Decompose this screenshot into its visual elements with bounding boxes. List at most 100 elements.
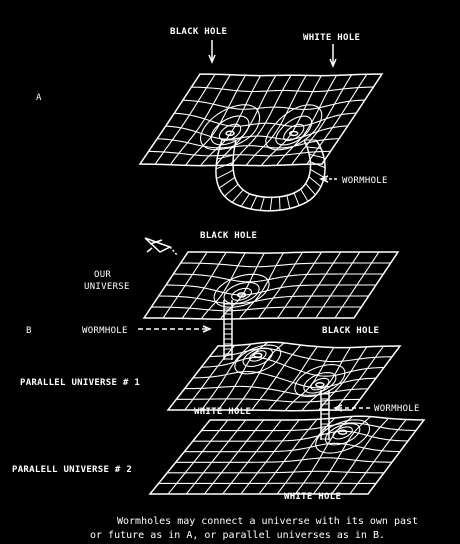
grid-line bbox=[192, 371, 377, 389]
grid-line bbox=[165, 284, 376, 296]
grid-line bbox=[251, 344, 302, 411]
grid-line bbox=[276, 75, 337, 166]
grid-line bbox=[162, 251, 208, 319]
spaceship-icon bbox=[144, 237, 179, 257]
tube-rib bbox=[310, 161, 326, 169]
grid-line bbox=[151, 306, 362, 312]
grid-line bbox=[230, 74, 292, 166]
grid-line bbox=[204, 419, 264, 495]
label-parallel-universe-2: PARALELL UNIVERSE # 2 bbox=[12, 465, 132, 475]
grid-line bbox=[267, 346, 318, 411]
grid-line bbox=[315, 251, 361, 319]
funnel-ring bbox=[275, 115, 313, 146]
tube-rib bbox=[293, 192, 300, 206]
funnel-ring bbox=[332, 426, 353, 440]
funnel-throat bbox=[225, 130, 235, 137]
tube-rib bbox=[269, 197, 273, 211]
arrow-white-hole-a bbox=[329, 44, 337, 68]
arrow-wormhole-b-right bbox=[333, 404, 370, 412]
grid-line bbox=[154, 73, 216, 165]
tube-rib bbox=[306, 146, 321, 149]
marker-a: A bbox=[36, 93, 42, 103]
funnel-ring bbox=[310, 377, 330, 391]
grid-line bbox=[349, 419, 407, 495]
label-wormhole-b-right: WORMHOLE bbox=[374, 404, 420, 414]
tube-rib bbox=[224, 183, 239, 197]
tube-rib bbox=[308, 176, 322, 188]
tube-rib bbox=[286, 195, 291, 209]
tube-rib bbox=[309, 153, 325, 159]
tube-rib bbox=[216, 154, 234, 160]
grid-line bbox=[184, 345, 235, 411]
funnel-ring bbox=[265, 104, 323, 151]
label-our-universe-line2: UNIVERSE bbox=[84, 282, 130, 292]
tube-rib bbox=[300, 188, 309, 202]
grid-line bbox=[245, 75, 307, 166]
grid-line bbox=[306, 73, 368, 165]
grid-line bbox=[222, 419, 282, 495]
label-black-hole-b-mid: BLACK HOLE bbox=[322, 326, 379, 336]
grid-line bbox=[167, 419, 229, 495]
label-black-hole-b-top: BLACK HOLE bbox=[200, 231, 257, 241]
grid-line bbox=[258, 419, 318, 495]
grid-line bbox=[239, 252, 284, 320]
sheet-parallel-universe-1 bbox=[166, 341, 402, 412]
grid-line bbox=[169, 74, 231, 166]
label-wormhole-a: WORMHOLE bbox=[342, 176, 388, 186]
tube-rib bbox=[231, 189, 244, 203]
label-our-universe-line1: OUR bbox=[94, 270, 111, 280]
tube-rib bbox=[240, 193, 250, 207]
grid-line bbox=[334, 251, 380, 319]
funnel-ring bbox=[303, 371, 337, 394]
funnel-ring bbox=[210, 115, 250, 146]
wormhole-tube-a bbox=[215, 139, 326, 212]
grid-line bbox=[276, 417, 336, 495]
marker-b: B bbox=[26, 326, 32, 336]
grid-line bbox=[318, 346, 368, 411]
grid-line bbox=[176, 398, 361, 403]
funnel-ring bbox=[242, 347, 274, 368]
grid-line bbox=[301, 347, 351, 411]
funnel-throat bbox=[253, 352, 263, 358]
grid-line bbox=[296, 251, 342, 319]
grid-line bbox=[260, 75, 322, 166]
sheet-our-universe bbox=[142, 251, 400, 320]
funnel-ring bbox=[315, 419, 371, 454]
arrow-wormhole-b-left bbox=[138, 325, 212, 333]
tube-inner-edge bbox=[232, 139, 312, 199]
arrow-black-hole-a bbox=[208, 40, 216, 64]
label-white-hole-b-mid: WHITE HOLE bbox=[194, 407, 251, 417]
grid-line bbox=[200, 75, 262, 166]
arrow-wormhole-a bbox=[319, 175, 338, 183]
sheet-parallel-universe-2 bbox=[148, 415, 426, 495]
grid-line bbox=[173, 273, 384, 283]
caption-line-1: Wormholes may connect a universe with it… bbox=[117, 516, 418, 527]
funnel-ring bbox=[199, 104, 261, 151]
grid-line bbox=[234, 342, 285, 411]
label-white-hole-b-bottom: WHITE HOLE bbox=[284, 492, 341, 502]
tube-rib bbox=[215, 162, 234, 170]
grid-line bbox=[258, 252, 304, 319]
grid-line bbox=[331, 417, 389, 495]
funnel-throat bbox=[289, 130, 299, 137]
grid-line bbox=[181, 252, 227, 319]
label-black-hole-a: BLACK HOLE bbox=[170, 27, 227, 37]
grid-line bbox=[201, 343, 252, 411]
funnel-ring bbox=[218, 123, 242, 141]
grid-line bbox=[158, 295, 369, 305]
tube-rib bbox=[278, 196, 281, 211]
funnel-ring bbox=[234, 344, 282, 375]
grid-line bbox=[294, 416, 354, 495]
grid-line bbox=[200, 252, 246, 320]
label-wormhole-b-left: WORMHOLE bbox=[82, 326, 128, 336]
label-parallel-universe-1: PARALLEL UNIVERSE # 1 bbox=[20, 378, 140, 388]
label-white-hole-a: WHITE HOLE bbox=[303, 33, 360, 43]
grid-line bbox=[185, 419, 247, 495]
funnel-throat bbox=[315, 382, 325, 388]
grid-line bbox=[240, 419, 300, 495]
grid-line bbox=[334, 345, 384, 411]
tube-rib bbox=[216, 169, 234, 180]
grid-line bbox=[277, 251, 323, 319]
